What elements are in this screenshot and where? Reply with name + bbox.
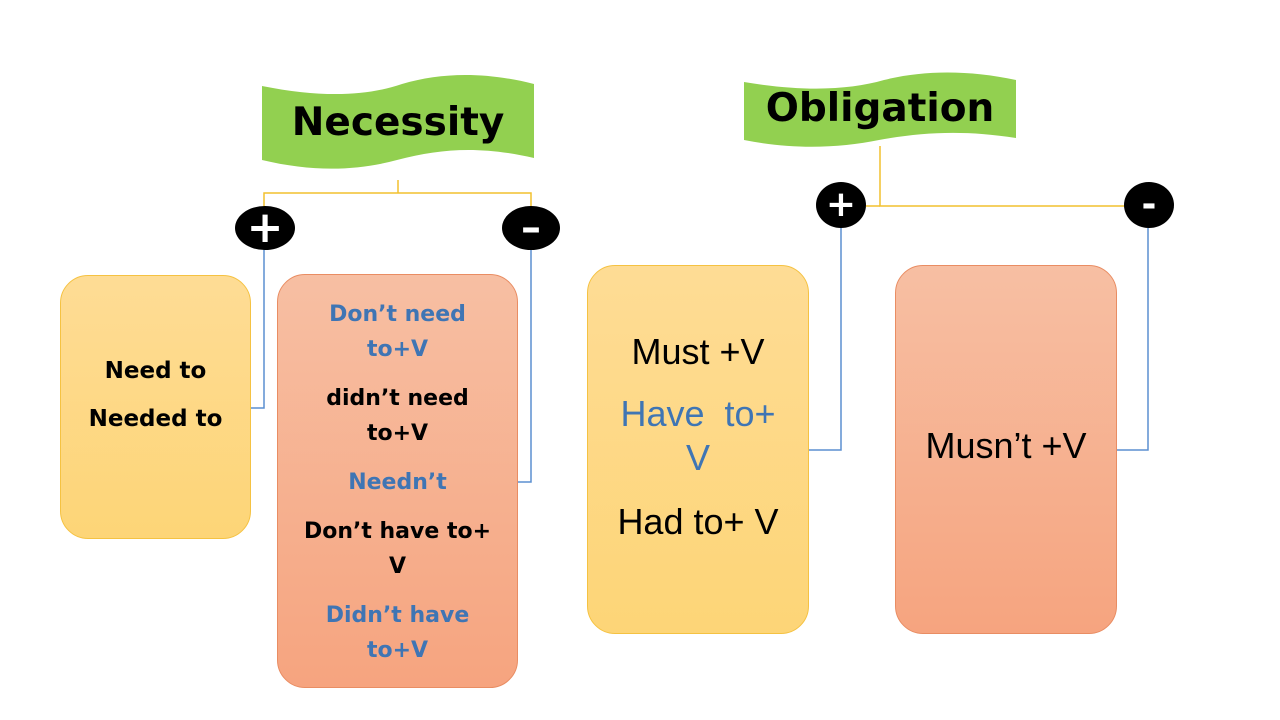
obligation-positive-connector (809, 228, 842, 451)
obligation-banner: Obligation (744, 72, 1016, 150)
obligation-plus-sign: + (816, 182, 866, 228)
musnt-text: Musn’t +V (925, 424, 1087, 466)
necessity-branch-connector (263, 192, 532, 212)
obligation-tree-connector (879, 146, 1126, 207)
negative-item: Didn’t have to+V (325, 603, 470, 663)
necessity-title: Necessity (291, 100, 505, 145)
necessity-positive-box: Need to Needed to (60, 275, 251, 539)
necessity-positive-connector (251, 246, 265, 409)
negative-item: didn’t need to+V (326, 386, 469, 446)
had-to-text: Had to+ V (617, 500, 779, 542)
negative-item: Needn’t (348, 470, 447, 495)
negative-item: Don’t have to+ V (303, 519, 492, 579)
obligation-positive-box: Must +V Have to+ V Had to+ V (587, 265, 809, 634)
negative-item: Don’t need to+V (329, 302, 466, 362)
need-to-text: Need to (104, 358, 207, 384)
must-text: Must +V (631, 330, 765, 372)
obligation-title: Obligation (765, 86, 995, 131)
have-to-text: Have to+ V (620, 392, 786, 478)
obligation-minus-sign: - (1124, 182, 1174, 228)
necessity-banner: Necessity (262, 74, 534, 170)
needed-to-text: Needed to (88, 406, 223, 432)
obligation-negative-connector (1117, 228, 1149, 451)
obligation-negative-box: Musn’t +V (895, 265, 1117, 634)
necessity-negative-box: Don’t need to+V didn’t need to+V Needn’t… (277, 274, 518, 688)
necessity-plus-sign: + (235, 206, 295, 250)
necessity-minus-sign: – (502, 206, 560, 250)
necessity-negative-connector (518, 248, 532, 483)
